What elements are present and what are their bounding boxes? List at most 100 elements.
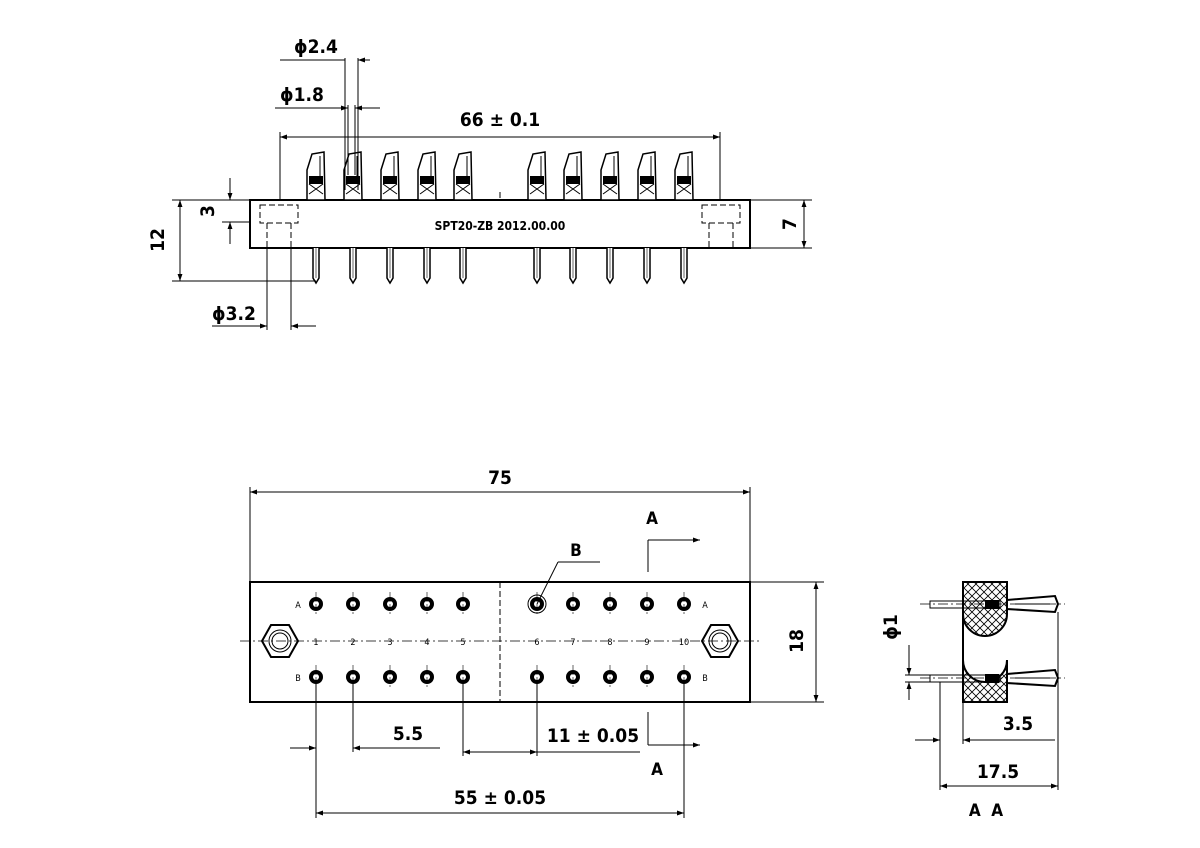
dim-11: 11 ± 0.05 (462, 682, 640, 756)
dim-55-label: 55 ± 0.05 (454, 787, 546, 809)
upper-contact (343, 151, 363, 201)
pin-hole (566, 665, 580, 689)
dim-d18-label: ϕ1.8 (280, 84, 324, 106)
upper-contact (453, 151, 473, 201)
pin-tail (569, 248, 577, 285)
dim-5-5-label: 5.5 (393, 723, 423, 745)
dim-d24-label: ϕ2.4 (294, 36, 338, 58)
dim-55: 55 ± 0.05 (316, 682, 685, 818)
right-hex-nut (700, 624, 740, 658)
pin-hole (309, 592, 323, 616)
pin-hole (603, 592, 617, 616)
upper-contact (674, 151, 694, 201)
pin-hole (456, 665, 470, 689)
dim-5-5: 5.5 (290, 682, 440, 818)
dim-66: 66 ± 0.1 (279, 109, 721, 200)
pin-hole (346, 592, 360, 616)
upper-contact (306, 151, 326, 201)
dim-75: 75 (249, 467, 751, 582)
pin-number: 9 (644, 638, 649, 648)
dim-d1-label: ϕ1 (880, 614, 902, 640)
upper-contact (527, 151, 547, 201)
pin-hole (677, 665, 691, 689)
row-b-label-left: B (295, 674, 301, 684)
dim-d32: ϕ3.2 (212, 248, 316, 330)
pin-hole (456, 592, 470, 616)
pin-tail (643, 248, 651, 285)
pin-tail (386, 248, 394, 285)
pin-numbers: 1 2 3 4 5 6 7 8 9 10 (313, 638, 689, 648)
dim-7-label: 7 (779, 218, 801, 230)
pin-number: 6 (534, 638, 539, 648)
row-b-label-right: B (702, 674, 708, 684)
dim-3-5-label: 3.5 (1003, 713, 1033, 735)
lower-contact-side (929, 668, 1060, 688)
dim-3: 3 (197, 178, 250, 244)
row-a-label-right: A (702, 601, 708, 611)
dim-18-label: 18 (786, 629, 808, 653)
dim-d24: ϕ2.4 (280, 36, 370, 190)
lower-pin-tails (312, 248, 688, 285)
pin-tail (423, 248, 431, 285)
pin-hole (677, 592, 691, 616)
section-a-label-top: A (646, 509, 658, 529)
pin-tail (312, 248, 320, 285)
dim-3-label: 3 (197, 205, 219, 217)
upper-contact (637, 151, 657, 201)
right-mount-hole-hidden (701, 204, 741, 248)
dim-d32-label: ϕ3.2 (212, 303, 256, 325)
pin-hole (420, 592, 434, 616)
dim-66-label: 66 ± 0.1 (460, 109, 540, 131)
top-view: 1 2 3 4 5 6 7 8 9 10 A A B B B A (240, 467, 824, 818)
pin-number: 5 (460, 638, 465, 648)
part-marking: SPT20-ZB 2012.00.00 (435, 219, 566, 233)
dim-12: 12 (147, 199, 316, 282)
pin-tail (606, 248, 614, 285)
pin-hole (603, 665, 617, 689)
dim-d18: ϕ1.8 (275, 84, 380, 175)
pin-number: 8 (607, 638, 612, 648)
upper-contact (380, 151, 400, 201)
dim-3-5: 3.5 (915, 682, 1055, 790)
dim-17-5: 17.5 (940, 612, 1059, 790)
pin-tail (349, 248, 357, 285)
pin-tail (533, 248, 541, 285)
dim-75-label: 75 (488, 467, 512, 489)
dim-7: 7 (750, 199, 812, 249)
pin-hole (640, 592, 654, 616)
upper-contact (600, 151, 620, 201)
left-mount-hole-hidden (259, 204, 299, 248)
dim-d1: ϕ1 (880, 614, 930, 700)
pin-number: 7 (570, 638, 575, 648)
upper-contact (417, 151, 437, 201)
upper-contact (563, 151, 583, 201)
pin-tail (459, 248, 467, 285)
pin-tail (680, 248, 688, 285)
section-a-marker-bottom: A (647, 712, 700, 780)
pin-hole (383, 665, 397, 689)
pin-hole (640, 665, 654, 689)
dim-18: 18 (750, 581, 824, 703)
dim-17-5-label: 17.5 (977, 761, 1019, 783)
row-a-label-left: A (295, 601, 301, 611)
section-a-label-bottom: A (651, 760, 663, 780)
pin-number: 4 (424, 638, 429, 648)
connector-body (249, 199, 751, 249)
detail-b-label: B (570, 541, 582, 561)
pin-number: 10 (679, 638, 689, 648)
detail-b-callout: B (527, 541, 600, 614)
pin-hole (309, 665, 323, 689)
dim-12-label: 12 (147, 228, 169, 252)
pin-hole (566, 592, 580, 616)
pin-number: 1 (313, 638, 318, 648)
left-hex-nut (260, 624, 300, 658)
side-section-view: ϕ1 3.5 17.5 A A (880, 581, 1065, 821)
pin-hole (383, 592, 397, 616)
pin-number: 2 (350, 638, 355, 648)
pin-hole (420, 665, 434, 689)
section-a-marker-top: A (646, 509, 700, 572)
section-a-a-title: A A (969, 801, 1003, 821)
dim-11-label: 11 ± 0.05 (547, 725, 639, 747)
front-view: SPT20-ZB 2012.00.00 ϕ2.4 ϕ1.8 66 ± 0.1 (147, 36, 812, 330)
